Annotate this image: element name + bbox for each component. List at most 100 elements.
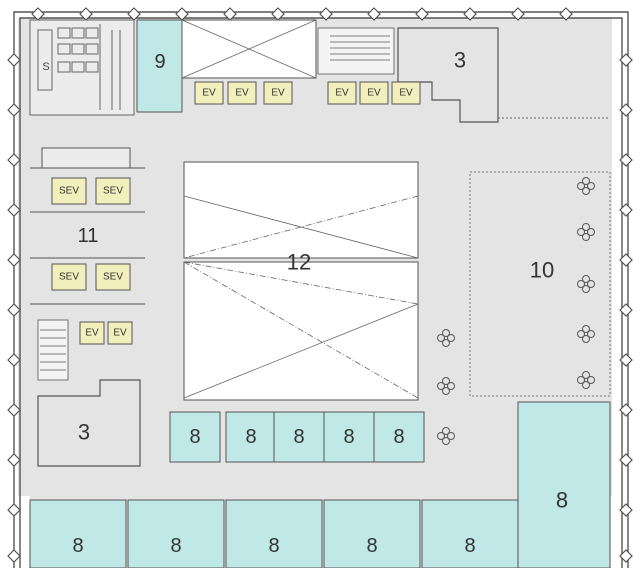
room-9: [136, 19, 183, 113]
column-icon: [7, 453, 21, 467]
column-icon: [415, 7, 429, 21]
room-3-top-label: 3: [454, 48, 466, 73]
elevator-car: [79, 321, 105, 345]
freight-elevator: [51, 177, 87, 205]
column-icon: [7, 549, 21, 563]
elevator-label: EV: [399, 88, 413, 99]
room-8-small: [225, 411, 277, 463]
room-8-large-label: 8: [72, 535, 83, 557]
room-8-large: [127, 499, 225, 568]
room-8-small: [323, 411, 375, 463]
atrium-void-north: [183, 161, 419, 259]
elevator-void-top: [181, 19, 317, 79]
room-8-small: [373, 411, 425, 463]
room-10-label: 10: [530, 258, 554, 283]
column-icon: [619, 203, 633, 217]
column-icon: [619, 303, 633, 317]
column-icon: [7, 53, 21, 67]
column-icon: [619, 153, 633, 167]
planter-icon: [437, 329, 455, 347]
atrium-void-south: [183, 261, 419, 401]
room-8-small-label: 8: [245, 426, 256, 448]
room-8-large-label: 8: [464, 535, 475, 557]
freight-elevator: [95, 177, 131, 205]
column-icon: [463, 7, 477, 21]
elevator-car: [359, 81, 389, 105]
column-icon: [7, 103, 21, 117]
room-8-large: [421, 499, 519, 568]
planter-icon: [577, 223, 595, 241]
planter-icon: [437, 427, 455, 445]
planter-icon: [577, 371, 595, 389]
column-icon: [511, 7, 525, 21]
toilet-block: [29, 19, 135, 116]
room-8-small-label: 8: [189, 426, 200, 448]
room-8-small: [273, 411, 325, 463]
planter-icon: [577, 325, 595, 343]
small-rooms-row: 8 8 8 8 8: [169, 411, 425, 463]
column-icon: [7, 353, 21, 367]
elevator-car: [391, 81, 421, 105]
room-8-small-label: 8: [393, 426, 404, 448]
column-icon: [619, 103, 633, 117]
room-8-small-label: 8: [343, 426, 354, 448]
elevator-car: [107, 321, 133, 345]
stair-west: [37, 319, 69, 381]
column-icon: [319, 7, 333, 21]
room-8-small-label: 8: [293, 426, 304, 448]
column-icon: [619, 353, 633, 367]
toilet-icon: S: [42, 61, 49, 73]
room-12-label: 12: [287, 250, 311, 275]
column-icon: [619, 453, 633, 467]
room-8-large-label: 8: [268, 535, 279, 557]
room-9-label: 9: [154, 51, 165, 73]
column-icon: [7, 253, 21, 267]
room-8-large: [323, 499, 421, 568]
column-icon: [7, 153, 21, 167]
room-3-bottom-label: 3: [78, 420, 90, 445]
room-11-label: 11: [78, 225, 99, 247]
room-8-large: [225, 499, 323, 568]
column-icon: [619, 253, 633, 267]
stair-top: [317, 27, 395, 75]
room-3-bottom: [37, 379, 141, 467]
elevator-label: EV: [367, 88, 381, 99]
column-icon: [7, 203, 21, 217]
elevator-label: EV: [202, 88, 216, 99]
elevator-label: EV: [113, 328, 127, 339]
elevator-label: EV: [335, 88, 349, 99]
elevator-car: [227, 81, 257, 105]
lobby-11-walls: [30, 147, 145, 305]
room-8-right-label: 8: [556, 488, 568, 513]
column-icon: [7, 503, 21, 517]
column-icon: [7, 303, 21, 317]
room-8-large-label: 8: [170, 535, 181, 557]
room-8-large: [29, 499, 127, 568]
planter-icon: [437, 377, 455, 395]
elevator-label: EV: [235, 88, 249, 99]
elevator-label: EV: [85, 328, 99, 339]
column-icon: [559, 7, 573, 21]
column-icon: [619, 503, 633, 517]
room-10: [469, 171, 611, 397]
freight-elevator-label: SEV: [103, 272, 123, 283]
freight-elevator: [95, 263, 131, 291]
room-8-right: [517, 401, 611, 568]
freight-elevator-label: SEV: [59, 186, 79, 197]
outer-facade: [13, 11, 629, 568]
elevator-car: [263, 81, 293, 105]
column-icon: [7, 403, 21, 417]
facade-columns: [7, 7, 633, 563]
elevator-label: EV: [271, 88, 285, 99]
room-8-small: [169, 411, 221, 463]
freight-elevator-label: SEV: [59, 272, 79, 283]
elevator-car: [327, 81, 357, 105]
planter-icon: [577, 275, 595, 293]
column-icon: [619, 403, 633, 417]
planter-group: [437, 177, 595, 445]
room-8-large-label: 8: [366, 535, 377, 557]
freight-elevator: [51, 263, 87, 291]
large-rooms-row: 8 8 8 8 8: [29, 499, 519, 568]
freight-elevator-label: SEV: [103, 186, 123, 197]
